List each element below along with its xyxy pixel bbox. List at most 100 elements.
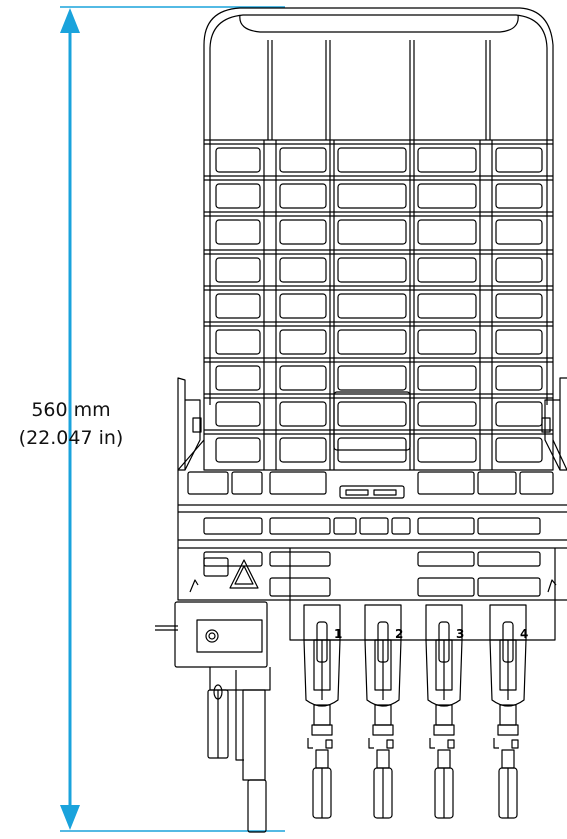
dimension-arrowhead-bottom: [60, 805, 80, 830]
rib-cell: [337, 219, 407, 245]
port-ferrule: [315, 749, 329, 769]
port-stem: [499, 704, 517, 726]
rib-cell: [279, 437, 327, 463]
rib-cell: [495, 437, 543, 463]
rib-cell: [337, 329, 407, 355]
base-block: [477, 517, 541, 535]
rib-cell: [337, 183, 407, 209]
rib-cell: [337, 147, 407, 173]
port-body: [489, 639, 527, 707]
rib-cell: [495, 183, 543, 209]
base-block: [417, 471, 475, 495]
port-ferrule: [501, 749, 515, 769]
port-collar: [311, 724, 333, 736]
port-clip-right: [325, 739, 333, 749]
rib-cell: [279, 365, 327, 391]
rib-cell: [417, 293, 477, 319]
rib-cell: [417, 183, 477, 209]
base-block: [477, 471, 517, 495]
dome-rib-rows: [203, 139, 554, 471]
rib-cell: [417, 147, 477, 173]
left-clamp: [177, 377, 205, 471]
rib-cell: [417, 365, 477, 391]
rib-cell: [495, 257, 543, 283]
port-body: [303, 639, 341, 707]
rib-cell: [215, 219, 261, 245]
base-block: [477, 551, 541, 567]
rib-cell: [215, 147, 261, 173]
rib-cell: [337, 293, 407, 319]
right-clamp: [541, 377, 567, 471]
rib-cell: [279, 257, 327, 283]
base-block: [359, 517, 389, 535]
warning-triangle-icon: [229, 559, 259, 589]
port-clip-left: [368, 738, 374, 749]
center-latch: [333, 391, 411, 499]
rib-cell: [337, 401, 407, 427]
rib-cell: [417, 329, 477, 355]
port-collar: [433, 724, 455, 736]
port-ferrule: [376, 749, 390, 769]
base-blocks: [187, 471, 556, 641]
rib-cell: [495, 401, 543, 427]
rib-cell: [417, 219, 477, 245]
port-body: [425, 639, 463, 707]
rib-cell: [215, 329, 261, 355]
base-block: [231, 471, 263, 495]
rib-cell: [417, 437, 477, 463]
base-block: [477, 577, 541, 597]
base-frame: [177, 470, 567, 601]
rib-cell: [495, 293, 543, 319]
base-block: [269, 517, 331, 535]
dimension-arrow: [60, 6, 285, 832]
base-block: [269, 471, 327, 495]
port-clip-left: [429, 738, 435, 749]
port-number-label: 2: [395, 627, 403, 641]
rib-cell: [417, 257, 477, 283]
rib-cell: [215, 257, 261, 283]
rib-cell: [215, 437, 261, 463]
port-ferrule: [437, 749, 451, 769]
cable-port: [489, 604, 527, 819]
port-stem: [435, 704, 453, 726]
rib-cell: [495, 219, 543, 245]
rib-cell: [337, 257, 407, 283]
base-block: [203, 557, 229, 577]
mounting-bracket: [155, 601, 271, 833]
rib-cell: [279, 183, 327, 209]
cable-port: [425, 604, 463, 819]
rib-cell: [215, 401, 261, 427]
cable-port: [364, 604, 402, 819]
base-block: [391, 517, 411, 535]
dome-lower-outline: [203, 405, 554, 471]
base-block: [203, 517, 263, 535]
dimension-metric-label: 560 mm: [31, 399, 111, 421]
port-number-label: 4: [520, 627, 528, 641]
port-number-label: 1: [334, 627, 342, 641]
base-block: [417, 551, 475, 567]
rib-cell: [215, 365, 261, 391]
dome-inner-outline: [209, 14, 548, 405]
port-clip-left: [493, 738, 499, 749]
rib-cell: [279, 147, 327, 173]
port-stem: [374, 704, 392, 726]
dome-outer-outline: [203, 7, 554, 405]
port-clip-right: [386, 739, 394, 749]
dome-top-ribs: [239, 14, 519, 140]
port-body: [364, 639, 402, 707]
rib-cell: [417, 401, 477, 427]
rib-cell: [279, 219, 327, 245]
rib-cell: [495, 329, 543, 355]
dimension-imperial-label: (22.047 in): [18, 427, 124, 449]
dome-vertical-dividers: [263, 140, 493, 470]
base-block: [269, 577, 331, 597]
base-block: [187, 471, 229, 495]
port-collar: [372, 724, 394, 736]
side-arrow-markers: [189, 579, 557, 593]
port-stem: [313, 704, 331, 726]
dimension-arrowhead-top: [60, 8, 80, 33]
rib-cell: [279, 329, 327, 355]
